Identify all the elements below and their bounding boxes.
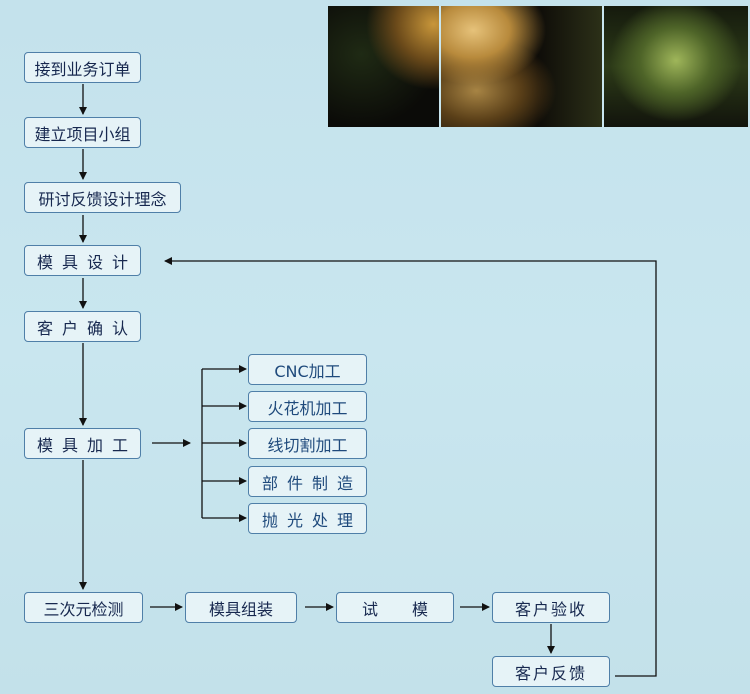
machining-polishing: 抛光处理: [248, 503, 367, 534]
photo-panel-1: [328, 6, 439, 127]
machining-parts: 部件制造: [248, 466, 367, 497]
step-build-team: 建立项目小组: [24, 117, 141, 148]
step-mold-assembly: 模具组装: [185, 592, 297, 623]
step-mold-machining: 模具加工: [24, 428, 141, 459]
machining-edm: 火花机加工: [248, 391, 367, 422]
step-customer-acceptance: 客户验收: [492, 592, 610, 623]
step-mold-design: 模具设计: [24, 245, 141, 276]
step-customer-confirm: 客户确认: [24, 311, 141, 342]
step-customer-feedback: 客户反馈: [492, 656, 610, 687]
machining-photo-strip: [328, 6, 748, 127]
photo-panel-3: [604, 6, 748, 127]
photo-panel-2: [441, 6, 602, 127]
machining-wire-cut: 线切割加工: [248, 428, 367, 459]
step-receive-order: 接到业务订单: [24, 52, 141, 83]
machining-cnc: CNC加工: [248, 354, 367, 385]
step-cmm-inspection: 三次元检测: [24, 592, 143, 623]
step-discuss-design: 研讨反馈设计理念: [24, 182, 181, 213]
step-mold-trial: 试 模: [336, 592, 454, 623]
